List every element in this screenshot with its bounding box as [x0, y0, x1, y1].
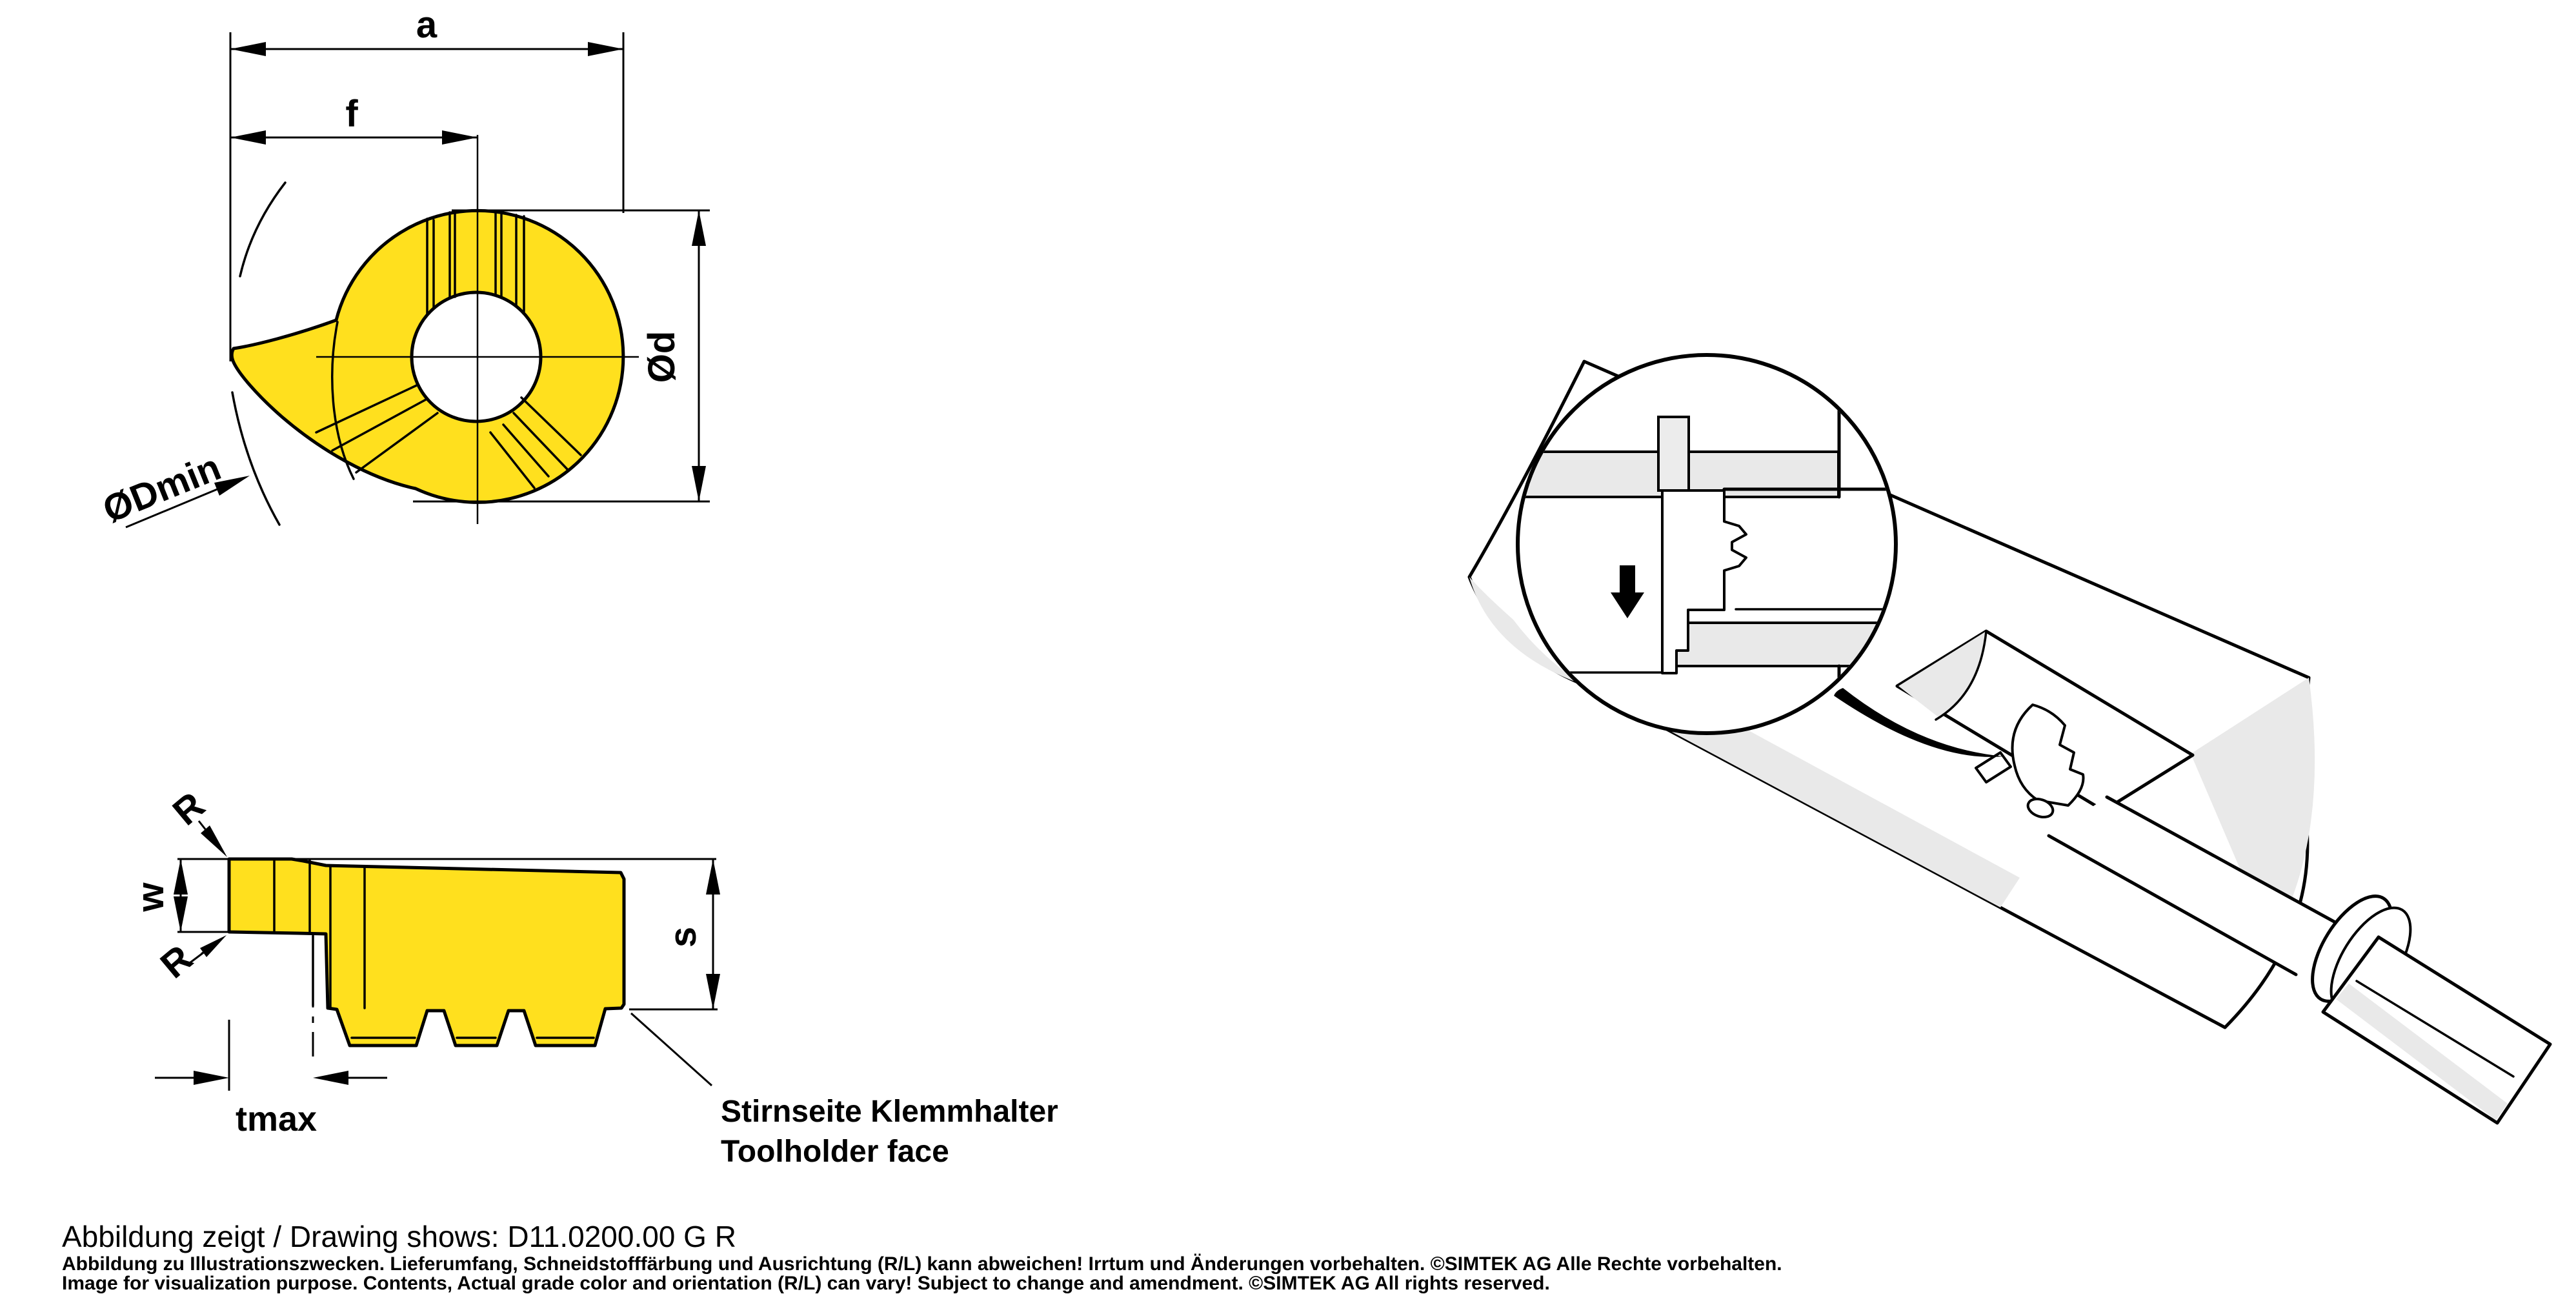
radius-bottom-leader: R — [153, 935, 226, 986]
side-view-facet-lines — [273, 858, 595, 1039]
top-groove-lines — [426, 210, 525, 316]
arrowhead-left — [230, 42, 266, 56]
insert-section-profile — [1661, 489, 1747, 674]
arrowhead-up — [174, 859, 188, 895]
caption-disclaimer-de: Abbildung zu Illustrationszwecken. Liefe… — [62, 1253, 1782, 1275]
lower-left-groove-lines — [315, 321, 439, 480]
centerlines — [316, 135, 639, 524]
shank-bottom-shade — [2336, 984, 2508, 1120]
dimension-f: f — [230, 93, 478, 145]
dimension-tmax: tmax — [155, 934, 387, 1138]
insert-side-view-shape — [227, 857, 626, 1047]
lower-wall-section — [1669, 622, 1887, 667]
arrowhead — [201, 825, 227, 857]
detail-circle — [1516, 353, 1898, 735]
arrowhead-right — [442, 130, 478, 145]
caption-block: Abbildung zeigt / Drawing shows: D11.020… — [62, 1220, 1782, 1294]
dimension-w: w — [130, 859, 229, 933]
dim-d-label: Ød — [641, 331, 683, 383]
caption-title: Abbildung zeigt / Drawing shows: D11.020… — [62, 1220, 736, 1253]
arrowhead-left — [313, 1071, 348, 1085]
pocket-screw — [2026, 797, 2055, 819]
caption-disclaimer-en: Image for visualization purpose. Content… — [62, 1273, 1550, 1294]
arrowhead-down — [174, 896, 188, 932]
right-end-face-shade — [2191, 678, 2315, 942]
callout-line2: Toolholder face — [721, 1135, 949, 1169]
pocket-clamp-tab — [1975, 751, 2012, 783]
arrowhead-up — [706, 859, 720, 895]
dim-tmax-label: tmax — [236, 1100, 317, 1138]
arrowhead-down — [692, 466, 706, 501]
dim-s-label: s — [662, 927, 704, 947]
lower-right-groove-lines — [489, 396, 582, 489]
arrowhead-right — [588, 42, 623, 56]
dim-r-top-label: R — [165, 784, 213, 834]
arrowhead — [200, 935, 226, 957]
dim-f-label: f — [345, 93, 358, 135]
pocket-arc-face — [1898, 631, 1986, 718]
top-view-drawing: a f Ød ØDmin — [97, 4, 710, 531]
dimension-s: s — [629, 859, 720, 1011]
dimension-d: Ød — [413, 209, 710, 503]
arrowhead-down — [706, 974, 720, 1009]
dim-w-label: w — [130, 882, 172, 913]
detail-leader-swoosh — [1834, 688, 2004, 757]
dimension-a: a — [229, 4, 625, 361]
dim-a-label: a — [416, 4, 438, 46]
toolholder-face-callout: Stirnseite Klemmhalter Toolholder face — [630, 1012, 1058, 1169]
isometric-view — [1467, 353, 2552, 1125]
dim-r-bottom-label: R — [153, 937, 201, 987]
insertion-direction-arrow-icon — [1611, 565, 1644, 618]
radius-top-leader: R — [165, 784, 227, 857]
clamp-pin-section — [1657, 416, 1690, 492]
tool-neck-fill — [2049, 797, 2354, 975]
callout-line1: Stirnseite Klemmhalter — [721, 1095, 1058, 1129]
side-view-drawing: R w R s — [130, 784, 1058, 1169]
dim-dmin-label: ØDmin — [97, 446, 226, 531]
arrowhead-right — [194, 1071, 229, 1085]
arrowhead-up — [692, 210, 706, 246]
pocket-insert — [2011, 703, 2085, 807]
arrowhead — [214, 476, 250, 496]
arrowhead-left — [230, 130, 266, 145]
